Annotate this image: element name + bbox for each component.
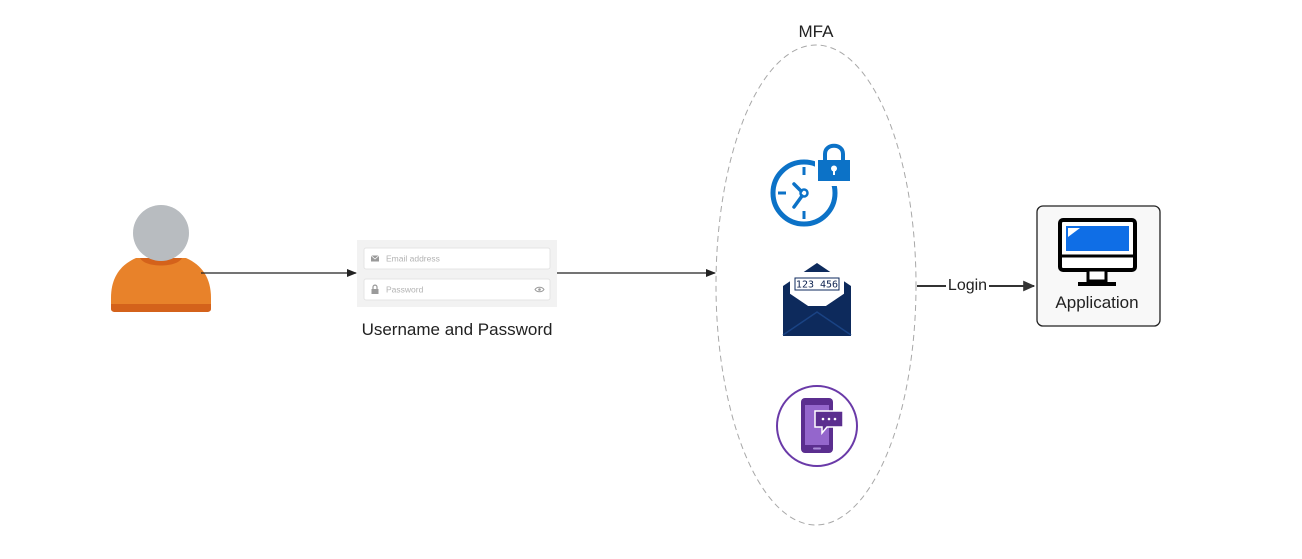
sms-phone-icon <box>776 385 858 467</box>
email-placeholder: Email address <box>386 254 440 264</box>
lock-icon <box>371 284 379 294</box>
otp-code: 123 456 <box>796 280 838 291</box>
application-label: Application <box>1055 293 1138 312</box>
application-node: Application <box>1036 205 1161 327</box>
edge-login-label: Login <box>948 277 987 294</box>
email-field <box>363 247 551 270</box>
user-body-shadow <box>111 304 211 312</box>
password-field <box>363 278 551 301</box>
login-form: Email address Password <box>357 240 557 307</box>
mfa-boundary <box>715 44 917 526</box>
user-icon <box>111 205 211 312</box>
mfa-label: MFA <box>799 22 835 41</box>
login-form-label: Username and Password <box>362 320 553 339</box>
clock-lock-icon <box>770 143 853 227</box>
user-head <box>133 205 189 261</box>
mail-icon <box>370 255 380 262</box>
monitor-icon <box>1058 218 1137 286</box>
user-body <box>111 258 211 308</box>
user-collar <box>140 258 182 266</box>
eye-icon <box>534 286 545 293</box>
email-otp-icon: 123 456 <box>782 263 852 336</box>
password-placeholder: Password <box>386 285 424 295</box>
